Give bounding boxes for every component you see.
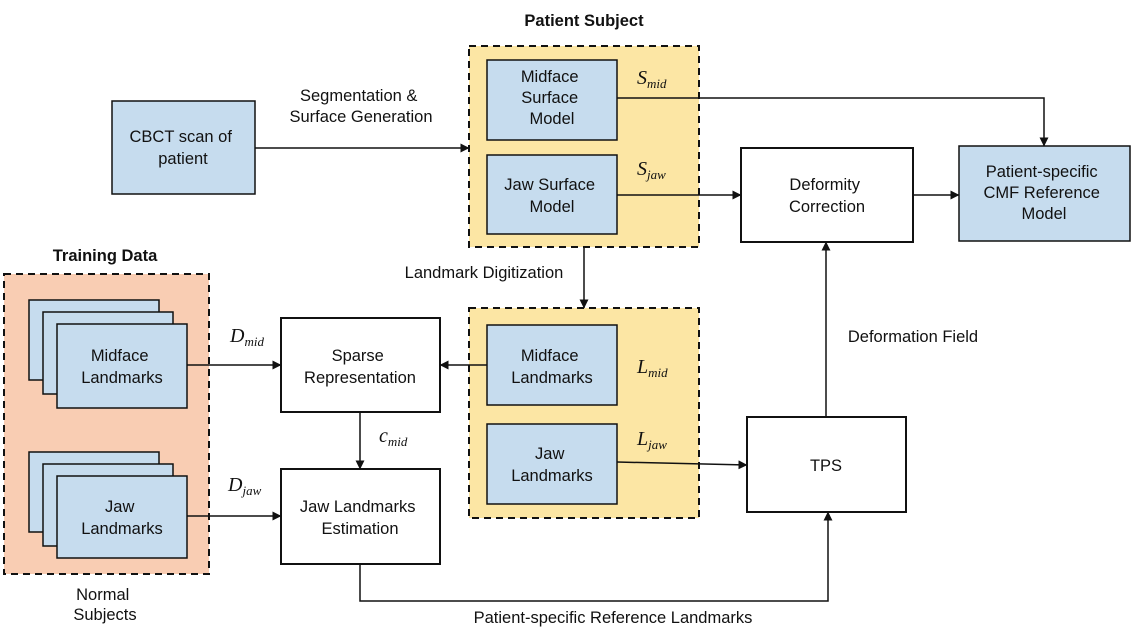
- midface-surface-node: Midface Surface Model: [486, 59, 618, 141]
- jaw-landmarks-training-label: Jaw Landmarks: [81, 498, 163, 538]
- deformation-field-label: Deformation Field: [848, 328, 978, 346]
- midface-landmarks-training-box: [56, 323, 188, 409]
- patient-subject-title: Patient Subject: [524, 12, 644, 30]
- jaw-landmarks-patient-box: [486, 423, 618, 505]
- midface-landmarks-training-label: Midface Landmarks: [81, 347, 163, 387]
- reference-model-label: Patient-specific CMF Reference Model: [983, 163, 1104, 223]
- d-jaw-symbol: Djaw: [227, 474, 262, 498]
- cbct-node: CBCT scan of patient: [111, 100, 256, 195]
- deformity-correction-node: Deformity Correction: [740, 147, 914, 243]
- midface-landmarks-patient-box: [486, 324, 618, 406]
- reference-model-box: [958, 145, 1131, 242]
- jaw-surface-label: Jaw Surface Model: [504, 176, 599, 216]
- jaw-landmarks-estimation-node: Jaw Landmarks Estimation: [280, 468, 441, 565]
- jaw-surface-node: Jaw Surface Model: [486, 154, 618, 235]
- reference-model-node: Patient-specific CMF Reference Model: [958, 145, 1131, 242]
- arrow-jaw-landmarks-to-tps: [616, 460, 748, 470]
- segmentation-label: Segmentation & Surface Generation: [289, 87, 432, 126]
- deformity-correction-label: Deformity Correction: [789, 176, 865, 216]
- s-mid-symbol: Smid: [637, 67, 667, 91]
- tps-label: TPS: [810, 457, 842, 475]
- reference-landmarks-label: Patient-specific Reference Landmarks: [474, 609, 753, 627]
- cbct-label: CBCT scan of patient: [130, 128, 237, 168]
- sparse-representation-box: [280, 317, 441, 413]
- arrow-midface-surface-to-reference: [617, 97, 1049, 147]
- l-mid-symbol: Lmid: [636, 356, 668, 380]
- jaw-landmarks-patient-node: Jaw Landmarks: [486, 423, 618, 505]
- s-jaw-symbol: Sjaw: [637, 158, 666, 182]
- jaw-landmarks-training-box: [56, 475, 188, 559]
- arrow-estimation-to-tps: [359, 511, 833, 602]
- midface-landmarks-patient-label: Midface Landmarks: [511, 347, 593, 387]
- midface-landmarks-training-stack: Midface Landmarks: [28, 299, 188, 409]
- normal-subjects-line-1: Normal: [76, 586, 129, 604]
- midface-surface-label: Midface Surface Model: [521, 68, 583, 128]
- training-data-title: Training Data: [53, 247, 158, 265]
- midface-landmarks-patient-node: Midface Landmarks: [486, 324, 618, 406]
- c-mid-symbol: cmid: [379, 425, 408, 449]
- jaw-landmarks-estimation-label: Jaw Landmarks Estimation: [300, 498, 420, 538]
- sparse-representation-node: Sparse Representation: [280, 317, 441, 413]
- tps-node: TPS: [746, 416, 907, 513]
- normal-subjects-label: Normal Subjects: [73, 586, 136, 624]
- l-jaw-symbol: Ljaw: [636, 428, 667, 452]
- landmark-digitization-label: Landmark Digitization: [405, 264, 564, 282]
- midface-surface-box: [486, 59, 618, 141]
- normal-subjects-line-2: Subjects: [73, 606, 136, 624]
- jaw-landmarks-training-stack: Jaw Landmarks: [28, 451, 188, 559]
- d-mid-symbol: Dmid: [229, 325, 264, 349]
- deformity-correction-box: [740, 147, 914, 243]
- jaw-landmarks-estimation-box: [280, 468, 441, 565]
- cbct-box: [111, 100, 256, 195]
- sparse-representation-label: Sparse Representation: [304, 347, 416, 387]
- jaw-landmarks-patient-label: Jaw Landmarks: [511, 445, 593, 485]
- jaw-surface-box: [486, 154, 618, 235]
